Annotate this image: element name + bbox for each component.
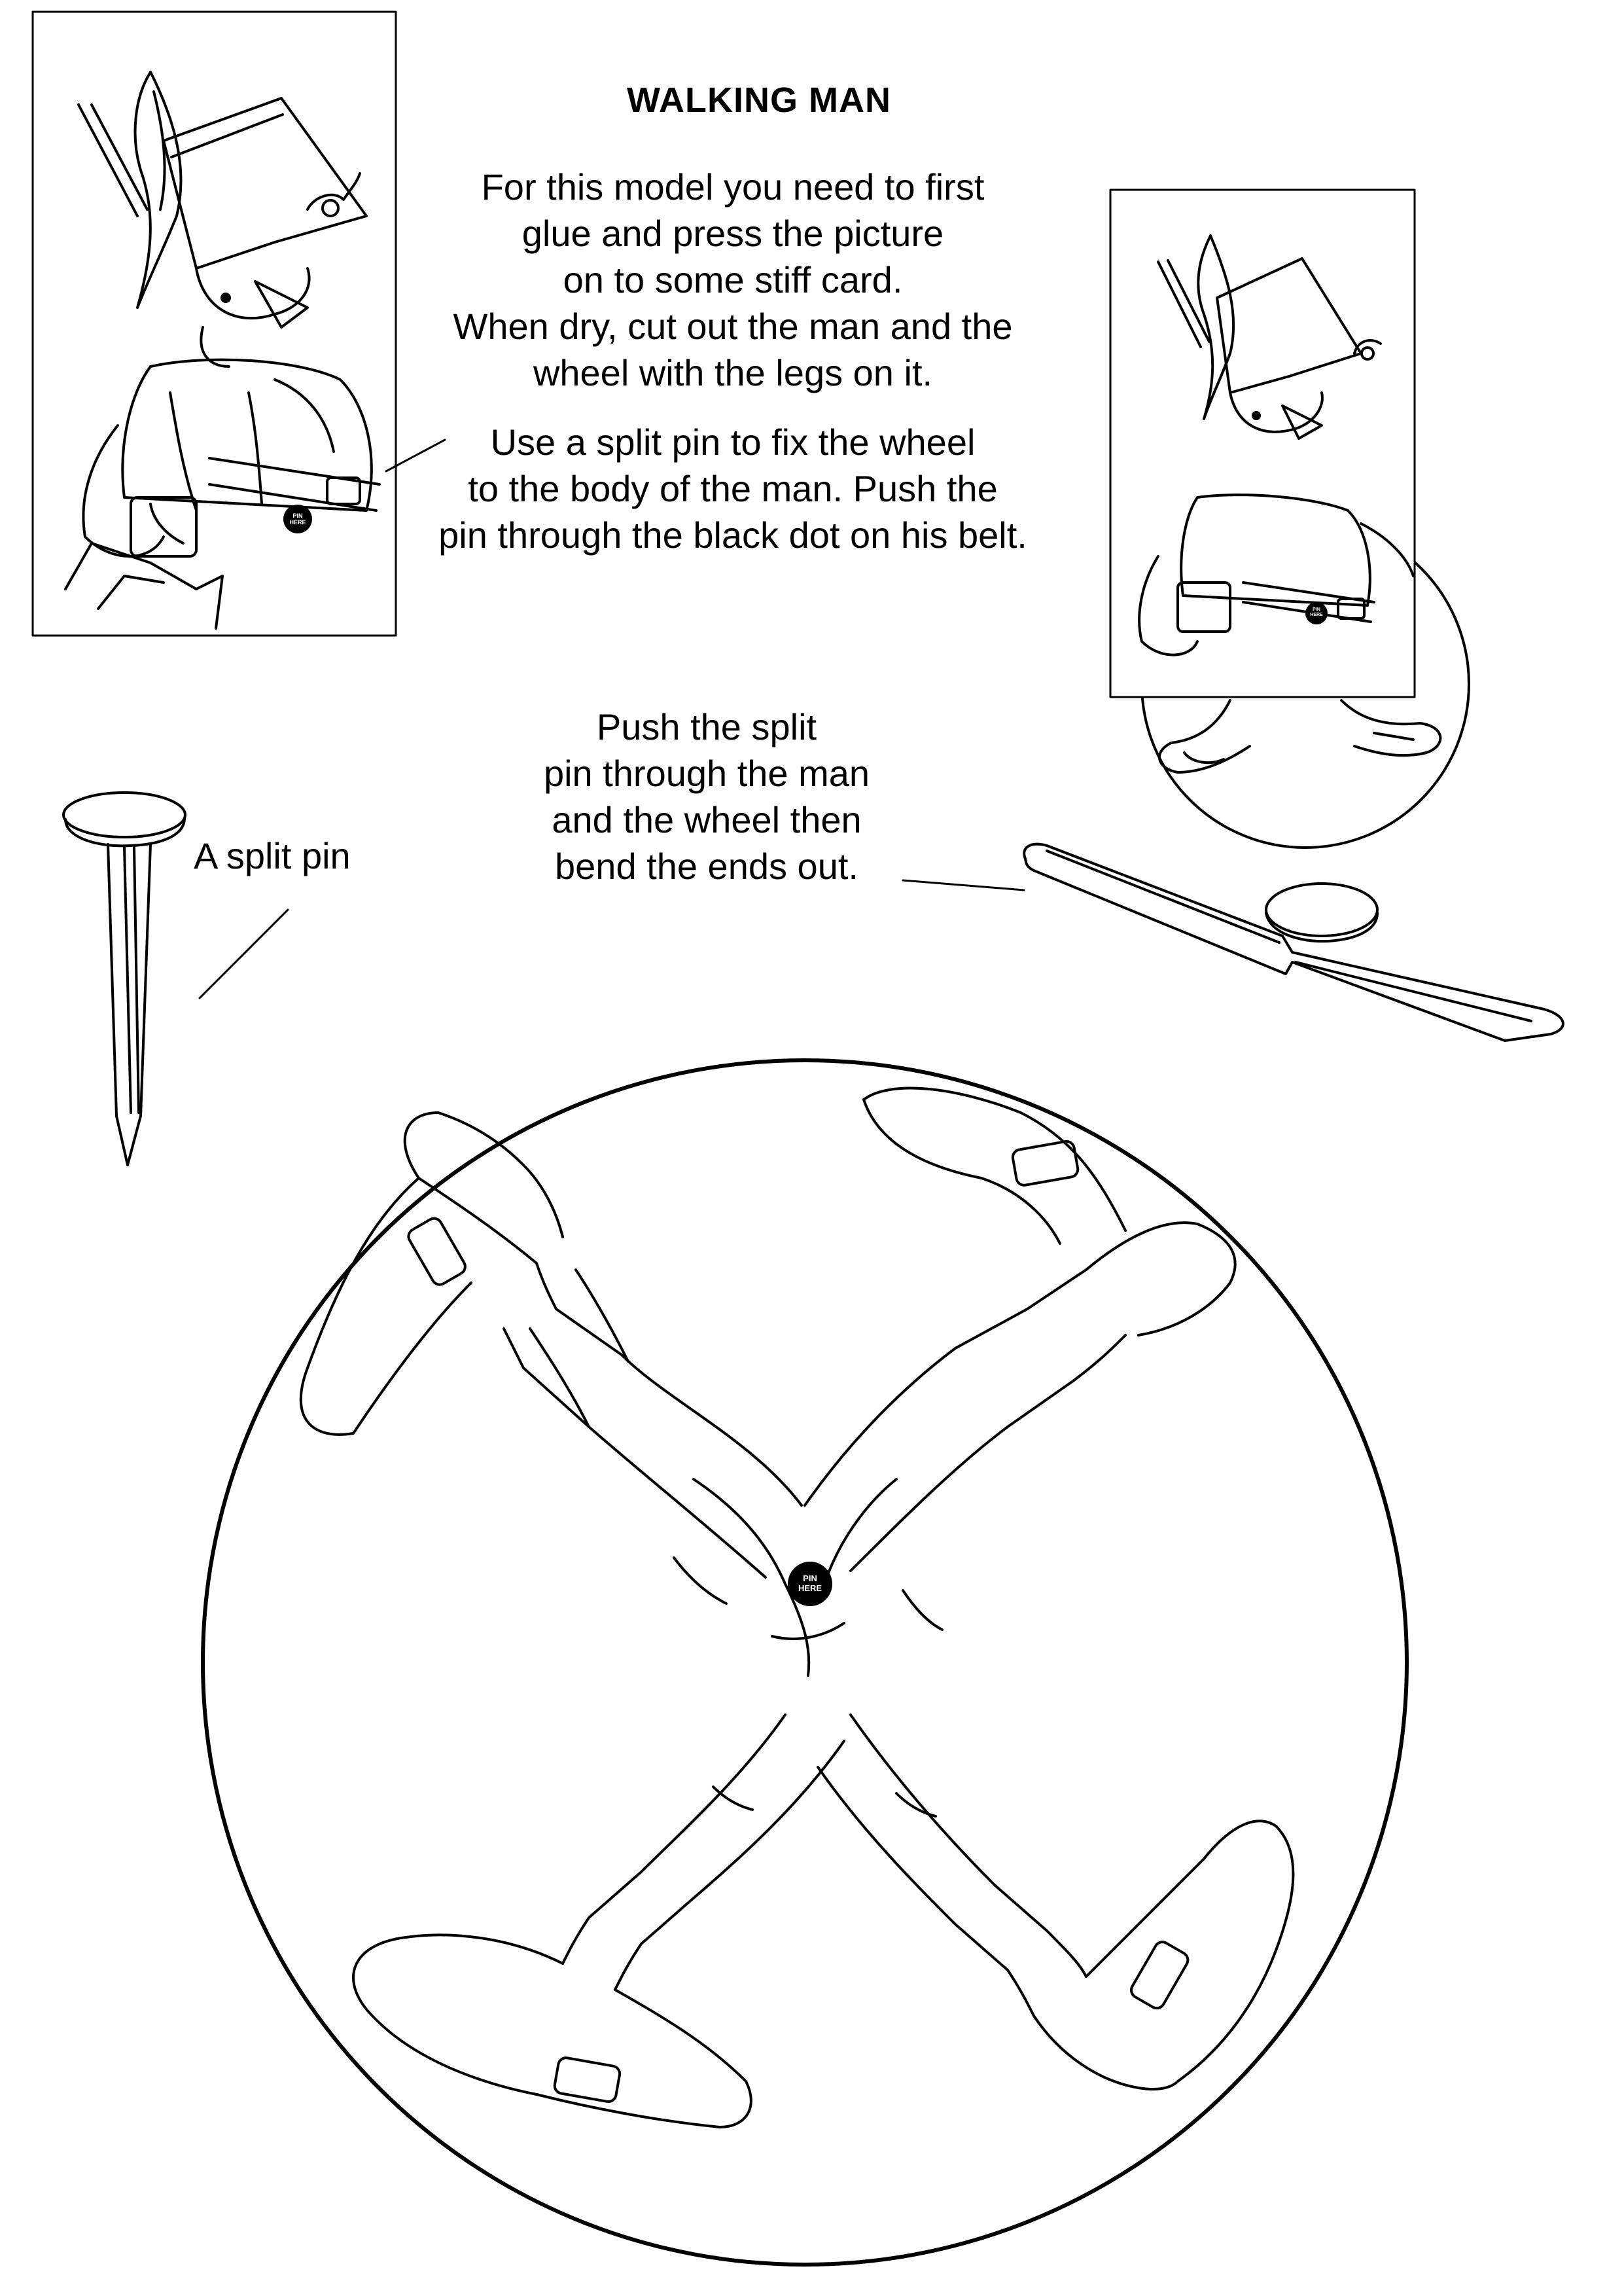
instruction-line: Use a split pin to fix the wheel <box>490 422 976 463</box>
instruction-line: When dry, cut out the man and the <box>453 306 1013 347</box>
instruction-line: wheel with the legs on it. <box>533 352 933 393</box>
split-pin-icon <box>62 791 289 1166</box>
pin-here-label-assembled: PIN HERE <box>1307 607 1326 618</box>
pin-here-label-wheel: PIN HERE <box>793 1573 827 1593</box>
instruction-line: pin through the man <box>543 753 870 794</box>
man-cutout-illustration <box>31 10 446 637</box>
instruction-step-2: Use a split pin to fix the wheel to the … <box>406 419 1060 558</box>
assembled-man-illustration <box>1109 188 1470 849</box>
pin-dot-assembled <box>1305 602 1328 624</box>
instruction-line: Push the split <box>596 706 817 747</box>
leg-wheel-illustration <box>201 1058 1409 2267</box>
instruction-step-3: Push the split pin through the man and t… <box>471 704 942 889</box>
instruction-line: glue and press the picture <box>521 213 944 254</box>
pin-here-line: HERE <box>1310 613 1323 617</box>
pin-dot-wheel <box>788 1562 832 1606</box>
pin-here-label-man: PIN HERE <box>285 512 310 526</box>
pin-here-line: PIN <box>1313 607 1320 612</box>
pin-here-line: HERE <box>289 519 306 526</box>
pin-dot-man <box>283 505 312 533</box>
instruction-line: to the body of the man. Push the <box>468 468 998 509</box>
page-title: WALKING MAN <box>627 81 891 120</box>
pin-here-line: HERE <box>798 1583 822 1593</box>
instruction-line: bend the ends out. <box>555 846 858 887</box>
bent-split-pin-icon <box>902 842 1564 1042</box>
instruction-line: and the wheel then <box>552 799 862 840</box>
pin-here-line: PIN <box>292 512 303 519</box>
pin-here-line: PIN <box>803 1573 817 1583</box>
instruction-line: on to some stiff card. <box>563 259 903 300</box>
instruction-line: pin through the black dot on his belt. <box>438 514 1027 556</box>
split-pin-label: A split pin <box>194 835 351 876</box>
instruction-step-1: For this model you need to first glue an… <box>406 164 1060 396</box>
instruction-line: For this model you need to first <box>481 166 985 207</box>
